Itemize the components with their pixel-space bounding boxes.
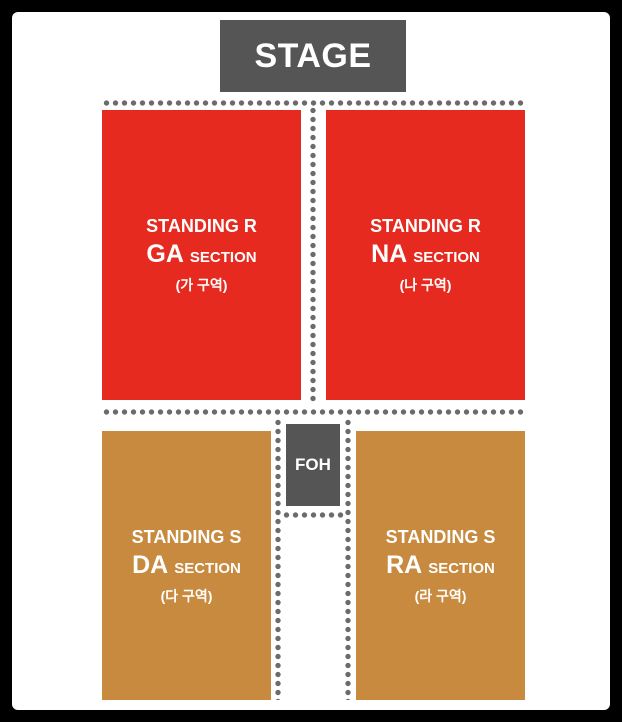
section-code: RA (386, 550, 423, 579)
section-ga[interactable]: STANDING R GA SECTION (가 구역) (102, 110, 301, 400)
section-ra[interactable]: STANDING S RA SECTION (라 구역) (356, 431, 525, 700)
foh-block: FOH (286, 424, 340, 506)
section-tier: STANDING R (146, 216, 257, 236)
section-code: NA (371, 240, 408, 268)
aisle-left-lower (274, 418, 282, 700)
stage-label: STAGE (254, 36, 372, 75)
aisle-middle (102, 408, 525, 416)
section-suffix: SECTION (174, 559, 241, 577)
section-code: GA (146, 240, 184, 268)
aisle-top (102, 99, 525, 107)
section-korean: (라 구역) (414, 587, 467, 604)
section-tier: STANDING S (131, 526, 242, 547)
aisle-right-lower (344, 418, 352, 700)
aisle-foh-bottom (282, 511, 344, 519)
section-suffix: SECTION (189, 249, 257, 266)
section-code: DA (132, 550, 169, 579)
stage-block: STAGE (220, 20, 406, 92)
section-da[interactable]: STANDING S DA SECTION (다 구역) (102, 431, 271, 700)
foh-label: FOH (295, 455, 331, 474)
section-korean: (나 구역) (399, 277, 452, 293)
section-tier: STANDING S (385, 526, 496, 547)
section-tier: STANDING R (370, 216, 481, 236)
section-korean: (가 구역) (175, 277, 228, 293)
section-suffix: SECTION (413, 249, 480, 266)
section-na[interactable]: STANDING R NA SECTION (나 구역) (326, 110, 525, 400)
section-suffix: SECTION (428, 559, 495, 577)
section-korean: (다 구역) (160, 587, 213, 604)
aisle-center-upper (309, 106, 317, 403)
